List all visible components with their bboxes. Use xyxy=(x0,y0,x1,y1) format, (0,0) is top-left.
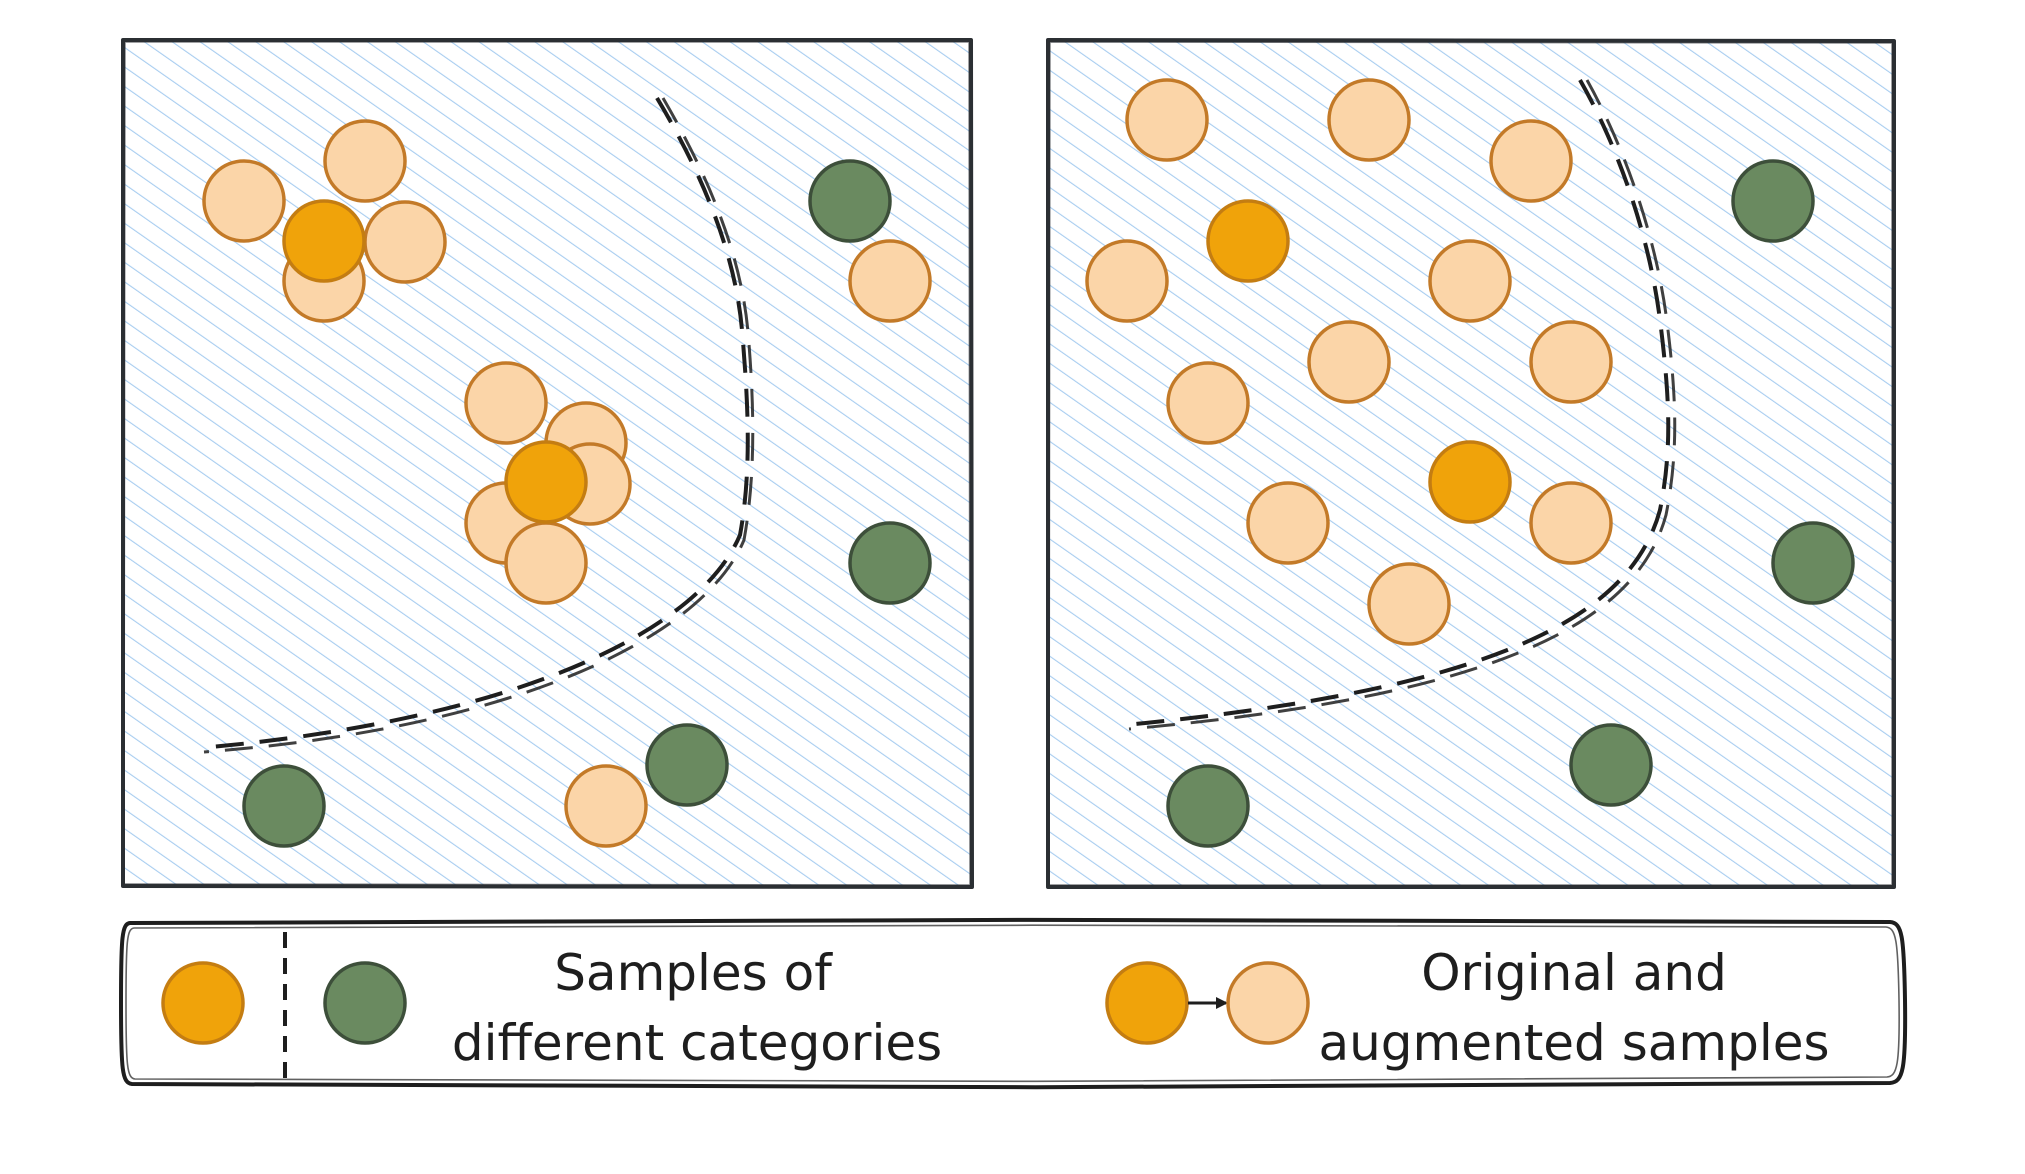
legend-augmentation-label-line1: Original and xyxy=(1421,944,1727,1002)
augmented-sample xyxy=(1428,239,1512,323)
legend-categories-label-line1: Samples of xyxy=(554,944,833,1002)
left-panel-border xyxy=(121,38,974,889)
original-sample xyxy=(1206,199,1290,283)
augmented-sample xyxy=(202,159,286,243)
other-category-sample xyxy=(242,764,326,848)
augmented-sample xyxy=(323,119,407,203)
left-cluster-middle xyxy=(464,361,632,605)
augmented-sample xyxy=(1166,361,1250,445)
original-sample xyxy=(504,440,588,524)
legend: Samples of different categories Original… xyxy=(118,917,1908,1090)
augmented-sample xyxy=(464,361,548,445)
right-decision-boundary xyxy=(1124,79,1677,731)
augmented-sample xyxy=(848,239,932,323)
right-panel-border-sketch xyxy=(1048,41,1893,886)
augmented-sample xyxy=(564,764,648,848)
legend-categories-label-line2: different categories xyxy=(452,1014,942,1072)
legend-augmented-icon xyxy=(1226,961,1310,1045)
legend-original-sample-icon xyxy=(161,961,245,1045)
left-panel xyxy=(121,38,974,889)
other-category-sample xyxy=(1771,521,1855,605)
other-category-sample xyxy=(808,159,892,243)
original-sample xyxy=(1428,440,1512,524)
left-cluster-top xyxy=(202,119,447,323)
other-category-sample xyxy=(1569,723,1653,807)
legend-original-icon xyxy=(1105,961,1189,1045)
left-decision-boundary xyxy=(199,96,755,754)
augmented-sample xyxy=(1125,78,1209,162)
other-category-sample xyxy=(645,723,729,807)
left-panel-border-sketch xyxy=(123,41,971,886)
augmented-sample xyxy=(1529,320,1613,404)
right-panel xyxy=(1046,38,1896,889)
augmented-sample xyxy=(1307,320,1391,404)
legend-border-sketch xyxy=(125,924,1900,1083)
augmented-sample xyxy=(1529,481,1613,565)
legend-augmentation-label-line2: augmented samples xyxy=(1318,1014,1829,1072)
legend-border xyxy=(118,917,1908,1090)
other-category-sample xyxy=(848,521,932,605)
augmented-sample xyxy=(363,200,447,284)
legend-other-category-icon xyxy=(323,961,407,1045)
original-sample xyxy=(282,199,366,283)
augmented-sample xyxy=(504,521,588,605)
right-panel-border xyxy=(1046,38,1896,889)
augmented-sample xyxy=(1085,239,1169,323)
augmented-sample xyxy=(1367,562,1451,646)
augmented-sample xyxy=(1246,481,1330,565)
other-category-sample xyxy=(1731,159,1815,243)
augmented-sample xyxy=(1489,119,1573,203)
augmented-sample xyxy=(1327,78,1411,162)
other-category-sample xyxy=(1166,764,1250,848)
